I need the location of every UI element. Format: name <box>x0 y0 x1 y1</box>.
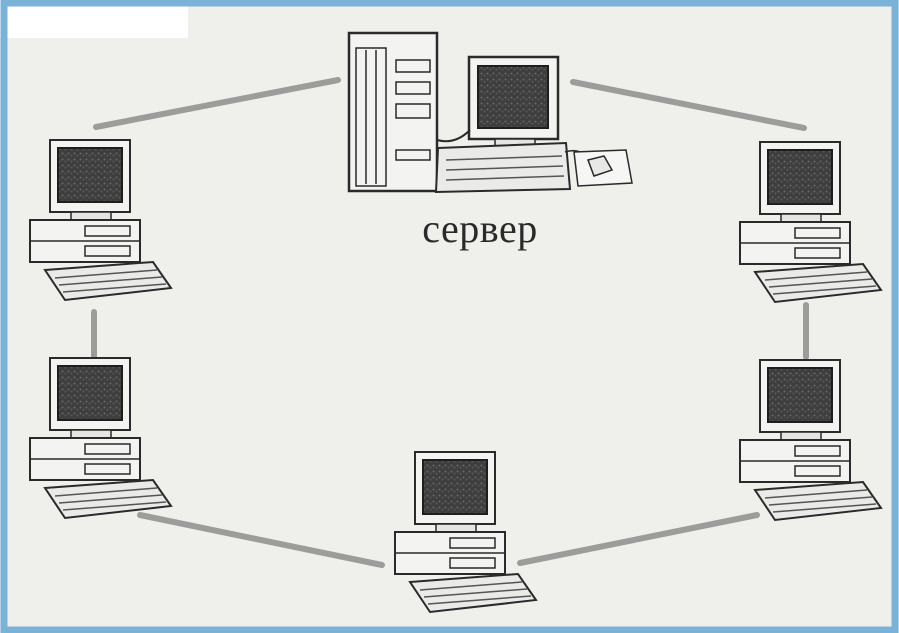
cable-server-right <box>570 79 807 131</box>
ring-cables <box>91 77 809 568</box>
cable-bottom-right <box>517 512 760 566</box>
workstation-bottom-center <box>394 451 537 613</box>
workstation-top-right <box>739 141 882 303</box>
server-monitor <box>436 55 560 148</box>
cable-server-left <box>93 77 341 130</box>
server <box>347 31 633 194</box>
server-label: сервер <box>422 206 538 251</box>
server-mouse <box>564 149 633 187</box>
server-keyboard <box>434 141 572 194</box>
workstation-bottom-left <box>29 357 172 519</box>
workstation-top-left <box>29 139 172 301</box>
server-tower <box>347 31 439 193</box>
cable-bottom-left <box>137 512 385 568</box>
workstation-bottom-right <box>739 359 882 521</box>
